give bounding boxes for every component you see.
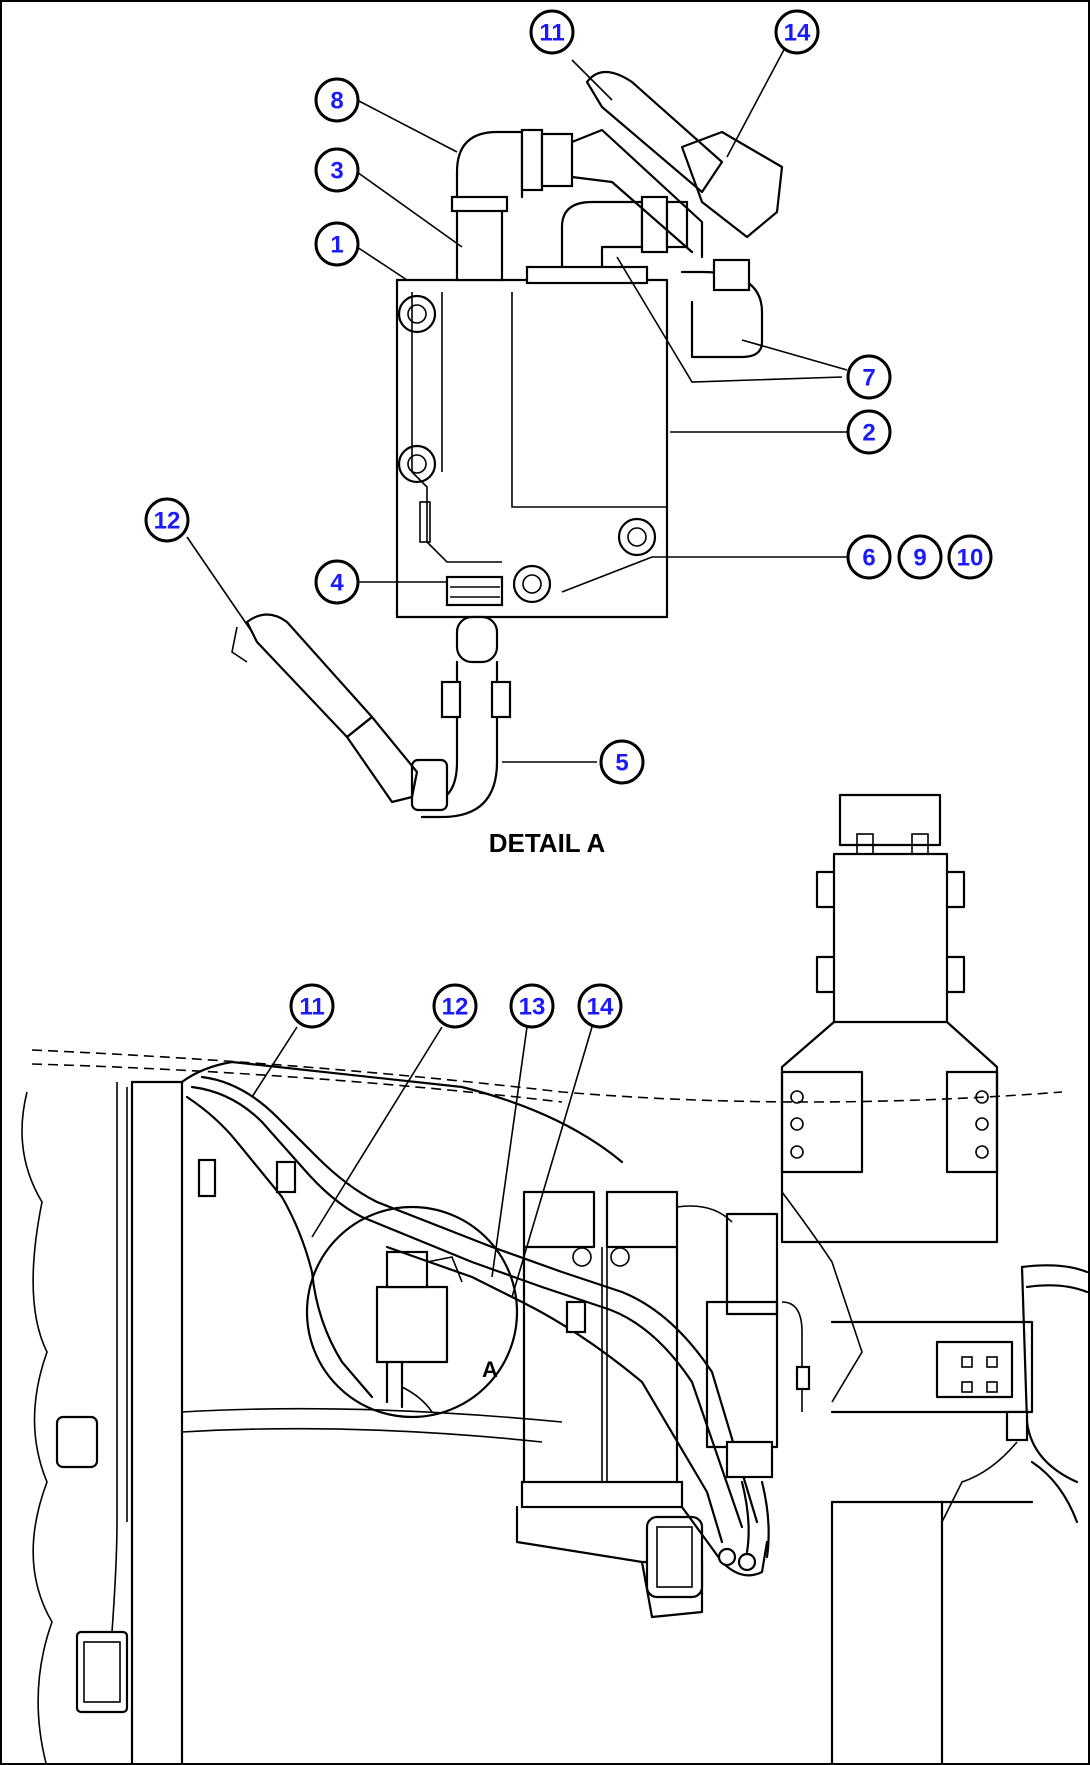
overview-callout-12: 12: [432, 983, 478, 1029]
detail-a-callout-6: 6: [846, 534, 892, 580]
svg-text:13: 13: [519, 994, 546, 1021]
detail-a-callout-14: 14: [774, 9, 820, 55]
svg-text:11: 11: [539, 20, 564, 47]
svg-text:12: 12: [442, 994, 469, 1021]
svg-text:7: 7: [862, 365, 875, 392]
svg-text:14: 14: [784, 20, 811, 47]
detail-a-drawing: [231, 70, 784, 819]
svg-text:14: 14: [587, 994, 614, 1021]
detail-a-callout-10: 10: [947, 534, 993, 580]
detail-a-leaders: [186, 43, 848, 763]
svg-text:10: 10: [957, 545, 984, 572]
overview-leaders: [251, 1026, 593, 1298]
svg-text:3: 3: [330, 158, 343, 185]
svg-text:2: 2: [862, 420, 875, 447]
detail-a-callout-12: 12: [144, 497, 190, 543]
svg-text:9: 9: [913, 545, 926, 572]
detail-a-caption: DETAIL A: [489, 828, 606, 858]
detail-a-marker: A: [482, 1357, 498, 1382]
svg-text:6: 6: [862, 545, 875, 572]
svg-text:1: 1: [330, 232, 343, 259]
detail-a-callout-11: 11: [529, 9, 575, 55]
detail-a-callout-3: 3: [314, 147, 360, 193]
svg-text:11: 11: [299, 994, 324, 1021]
overview-callout-11: 11: [289, 983, 335, 1029]
detail-a-callout-4: 4: [314, 559, 360, 605]
detail-a-callout-9: 9: [897, 534, 943, 580]
detail-a-callout-1: 1: [314, 221, 360, 267]
overview-callout-14: 14: [577, 983, 623, 1029]
detail-a-callout-7: 7: [846, 354, 892, 400]
svg-text:4: 4: [330, 570, 344, 597]
svg-text:12: 12: [154, 508, 181, 535]
svg-text:5: 5: [615, 750, 628, 777]
overview-callout-13: 13: [509, 983, 555, 1029]
overview-drawing: A: [21, 793, 1088, 1763]
detail-a-callout-5: 5: [599, 739, 645, 785]
detail-a-callout-2: 2: [846, 409, 892, 455]
svg-text:8: 8: [330, 88, 343, 115]
detail-a-callout-8: 8: [314, 77, 360, 123]
